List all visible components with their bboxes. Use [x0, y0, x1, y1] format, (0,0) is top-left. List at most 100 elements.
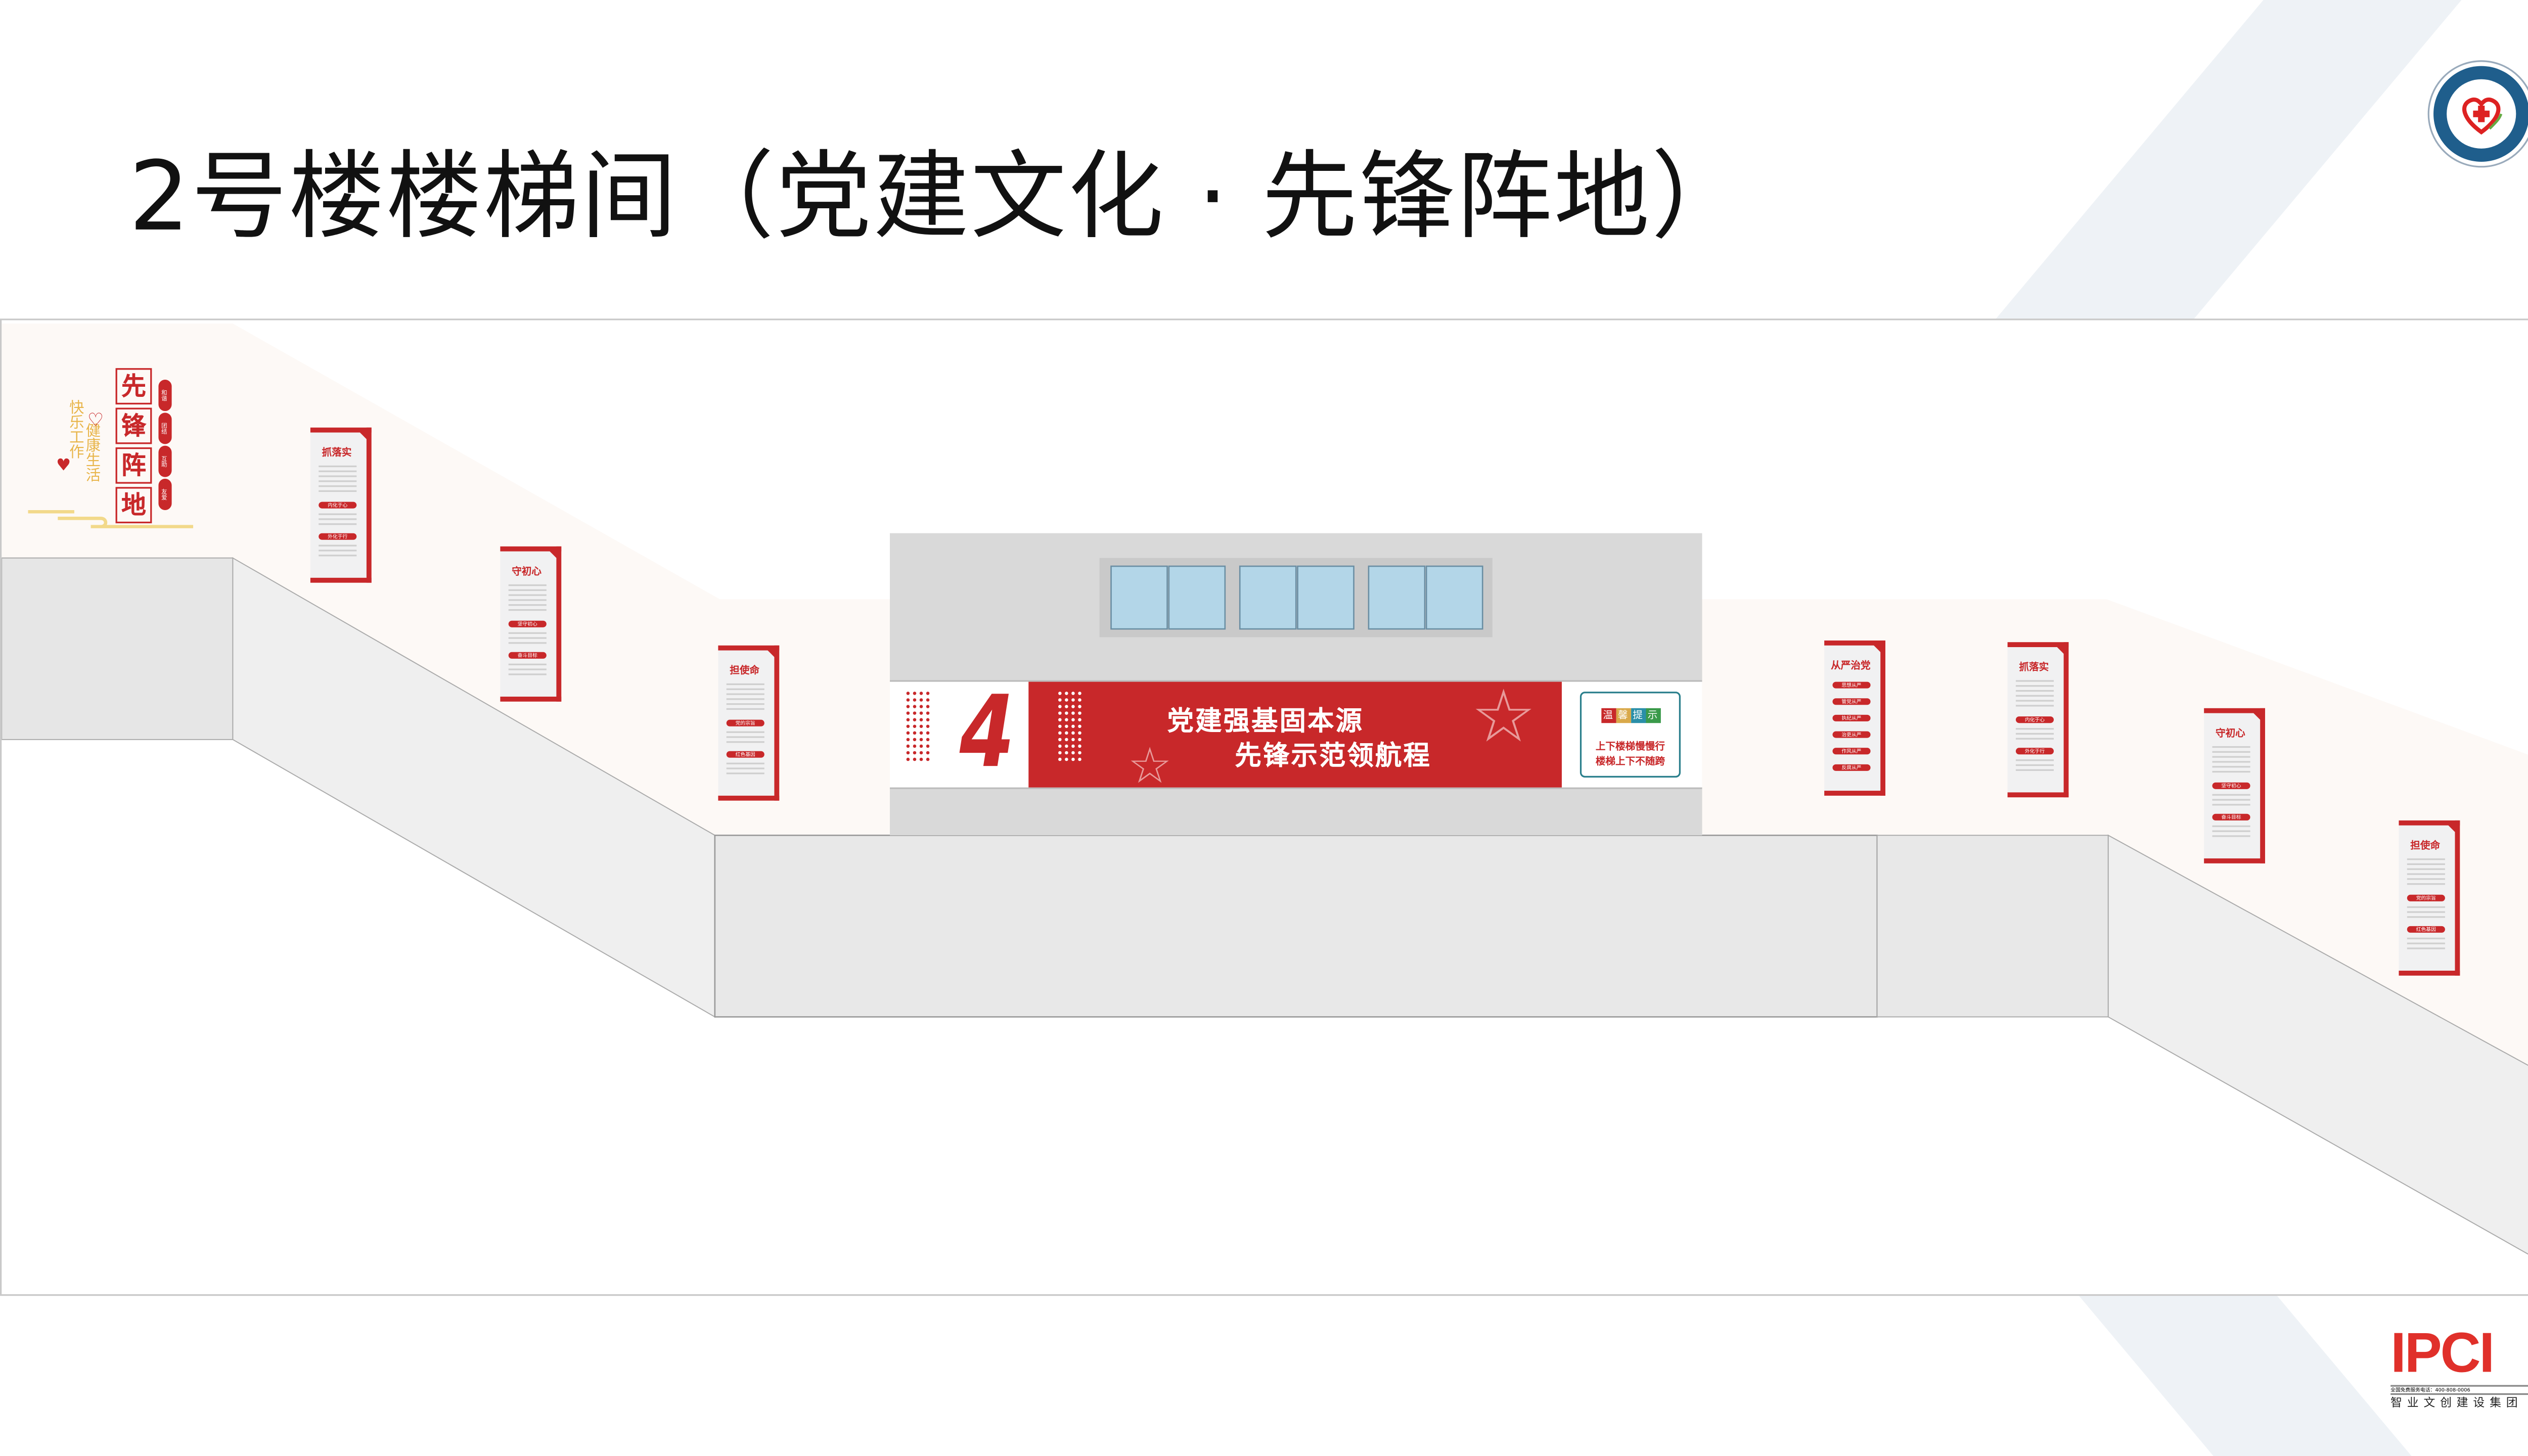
text-line — [2212, 756, 2250, 758]
dot — [919, 738, 923, 742]
dot — [919, 724, 923, 728]
panel-pill: 内化于心 — [2015, 716, 2054, 723]
page-title: 2号楼楼梯间（党建文化 · 先锋阵地） — [128, 140, 1749, 253]
dot — [1071, 692, 1075, 695]
dot — [1078, 692, 1081, 695]
dot — [1065, 692, 1068, 695]
dot — [906, 711, 910, 715]
dot — [913, 751, 917, 755]
text-line — [319, 465, 357, 468]
value-pill: 友爱 — [158, 478, 172, 510]
dot — [913, 724, 917, 728]
text-line — [2407, 906, 2445, 908]
text-line — [319, 544, 357, 547]
star-icon: ☆ — [1471, 675, 1537, 760]
dot — [1071, 718, 1075, 721]
dot — [1071, 731, 1075, 735]
panel-pill: 外化于行 — [319, 533, 357, 540]
company-name: 智业文创建设集团 — [2390, 1396, 2523, 1410]
dot — [1065, 705, 1068, 708]
dot — [926, 738, 930, 742]
text-line — [508, 632, 547, 634]
notice-line: 楼梯上下不随跨 — [1595, 756, 1665, 768]
text-line — [726, 693, 764, 695]
dot — [919, 711, 923, 715]
display-panel: 抓落实内化于心外化于行 — [310, 427, 372, 583]
dot — [1078, 718, 1081, 721]
dot — [906, 718, 910, 721]
dot — [913, 744, 917, 748]
dot — [1078, 757, 1081, 761]
dot — [1065, 711, 1068, 715]
dot — [1071, 744, 1075, 748]
text-line — [2212, 761, 2250, 763]
text-line — [2015, 700, 2054, 702]
dot — [1071, 757, 1075, 761]
panel-pill: 坚守初心 — [2212, 782, 2250, 789]
dot — [919, 731, 923, 735]
text-line — [2212, 835, 2250, 837]
display-panel: 抓落实内化于心外化于行 — [2007, 642, 2069, 798]
text-line — [2015, 695, 2054, 697]
text-line — [726, 683, 764, 686]
dot-pattern — [1058, 692, 1085, 761]
text-line — [2407, 916, 2445, 918]
dot — [1058, 698, 1062, 702]
value-pill: 团结 — [158, 413, 172, 444]
text-line — [319, 518, 357, 520]
dot — [926, 705, 930, 708]
text-line — [2212, 746, 2250, 748]
dot — [919, 757, 923, 761]
dot — [906, 692, 910, 695]
dot — [1065, 731, 1068, 735]
hotline: 全国免费服务电话：400-808-0006 — [2390, 1385, 2528, 1395]
dot — [919, 698, 923, 702]
text-line — [319, 470, 357, 472]
text-line — [2212, 766, 2250, 768]
dot — [1078, 731, 1081, 735]
dot — [906, 698, 910, 702]
dot — [1071, 698, 1075, 702]
text-line — [319, 480, 357, 482]
text-line — [726, 736, 764, 738]
stairwell-scene: 先 锋 阵 地 和谐 团结 互助 友爱 快乐工作 健康生活 ♡ ♥ 抓落实内化于… — [0, 318, 2528, 1296]
panel-pill: 红色基因 — [2407, 926, 2445, 933]
dot — [1058, 731, 1062, 735]
dot — [1071, 751, 1075, 755]
dot — [1078, 751, 1081, 755]
dot — [1065, 724, 1068, 728]
banner-red-panel: ☆ ☆ 党建强基固本源 先锋示范领航程 — [1028, 675, 1562, 796]
dot — [1065, 757, 1068, 761]
text-line — [508, 589, 547, 591]
text-line — [726, 762, 764, 764]
panel-pill: 奋斗目标 — [2212, 813, 2250, 821]
text-line — [2212, 770, 2250, 773]
display-panel: 担使命党的宗旨红色基因 — [2399, 820, 2460, 976]
text-line — [726, 698, 764, 700]
dot — [919, 751, 923, 755]
text-line — [2407, 883, 2445, 885]
text-line — [2015, 685, 2054, 687]
panel-title: 守初心 — [512, 566, 542, 578]
text-line — [2015, 759, 2054, 761]
text-line — [2015, 690, 2054, 692]
heart-outline-icon: ♡ — [87, 409, 104, 431]
dot-pattern — [906, 692, 933, 761]
panel-pill: 执纪从严 — [1832, 714, 1871, 721]
text-line — [319, 475, 357, 477]
notice-title: 温馨提示 — [1582, 708, 1679, 723]
text-line — [2407, 942, 2445, 944]
text-line — [2407, 868, 2445, 870]
text-line — [726, 688, 764, 690]
dot — [1078, 705, 1081, 708]
ipci-logo: IPCI — [2390, 1322, 2495, 1385]
dot — [926, 744, 930, 748]
panel-pill: 外化于行 — [2015, 748, 2054, 755]
text-line — [319, 490, 357, 492]
dot — [926, 751, 930, 755]
dot — [1058, 757, 1062, 761]
dot — [913, 757, 917, 761]
panel-pill: 内化于心 — [319, 502, 357, 509]
text-line — [508, 609, 547, 611]
text-line — [726, 741, 764, 743]
